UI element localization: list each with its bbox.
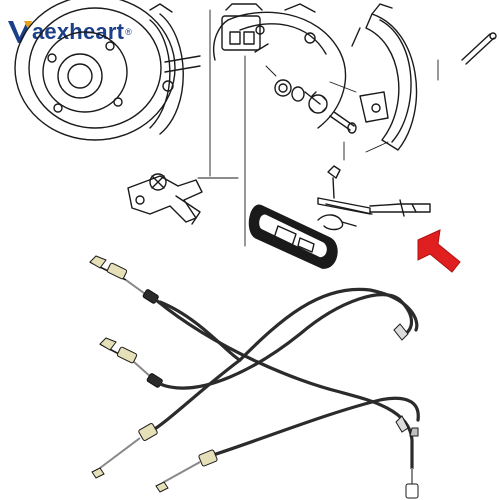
brake-drum	[14, 0, 201, 141]
parking-brake-cable-3	[91, 287, 419, 479]
adjuster-parts	[274, 79, 357, 134]
brand-name: aexheart	[32, 19, 125, 44]
parking-brake-cable-2	[99, 293, 414, 390]
connector-block	[221, 3, 269, 53]
red-arrow-icon	[417, 229, 461, 273]
brake-shoe	[351, 3, 418, 151]
guide-lines	[197, 9, 439, 247]
retaining-pin	[461, 32, 497, 65]
lever-bracket	[127, 173, 203, 225]
parking-brake-cable-1	[89, 255, 419, 499]
brand-logo: aexheart ®	[6, 14, 132, 50]
clevis-assembly	[317, 165, 431, 231]
rubber-grommet	[248, 204, 338, 269]
brand-trademark: ®	[125, 27, 132, 37]
brand-mark-icon	[8, 21, 32, 43]
parking-brake-cable-4	[155, 396, 420, 493]
